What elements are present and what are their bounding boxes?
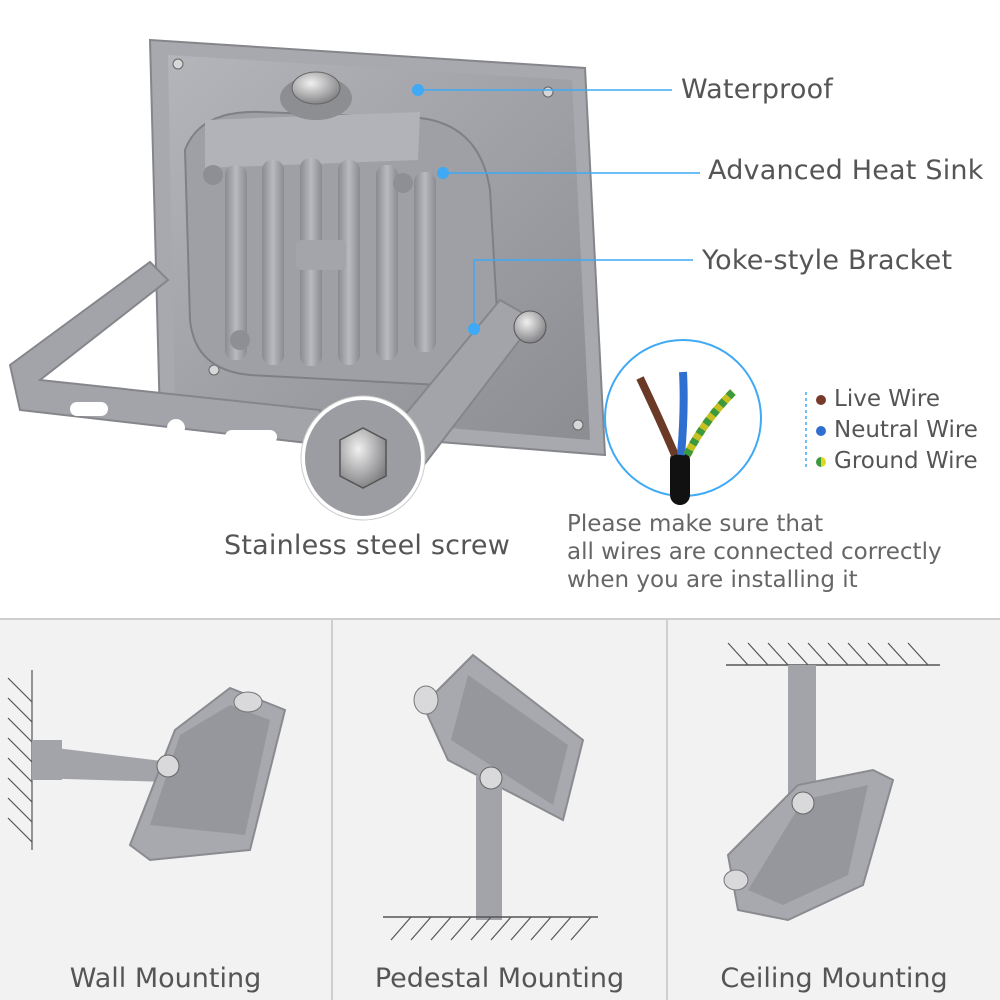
panel-separator-2 bbox=[666, 620, 668, 1000]
callout-waterproof: Waterproof bbox=[681, 74, 834, 105]
label-ceiling-mounting: Ceiling Mounting bbox=[720, 963, 948, 994]
section-divider bbox=[0, 618, 1000, 620]
waterproof-gland bbox=[280, 71, 352, 120]
note-line-3: when you are installing it bbox=[567, 567, 858, 593]
note-line-2: all wires are connected correctly bbox=[567, 539, 942, 565]
floodlight-rear-illustration bbox=[8, 38, 807, 521]
note-line-1: Please make sure that bbox=[567, 511, 824, 537]
panel-separator-1 bbox=[331, 620, 333, 1000]
heat-sink bbox=[183, 110, 500, 387]
callout-heat-sink: Advanced Heat Sink bbox=[708, 155, 984, 186]
legend-neutral-wire: Neutral Wire bbox=[804, 415, 994, 446]
legend-live-wire: Live Wire bbox=[804, 384, 994, 415]
callout-dots bbox=[412, 84, 480, 335]
label-pedestal-mounting: Pedestal Mounting bbox=[374, 963, 625, 994]
neutral-wire-label: Neutral Wire bbox=[834, 417, 978, 443]
callout-lines bbox=[418, 89, 700, 329]
ground-wire-label: Ground Wire bbox=[834, 448, 978, 474]
panel-wall-mounting: Wall Mounting bbox=[0, 620, 331, 1000]
installation-note: Please make sure that all wires are conn… bbox=[567, 510, 942, 594]
callout-screw: Stainless steel screw bbox=[224, 530, 510, 561]
panel-pedestal-mounting: Pedestal Mounting bbox=[333, 620, 666, 1000]
live-wire-dot bbox=[816, 395, 826, 405]
pedestal-mounting-illustration bbox=[383, 653, 598, 941]
wire-legend: Live Wire Neutral Wire Ground Wire bbox=[804, 384, 994, 477]
wire-zoom bbox=[604, 339, 762, 505]
ground-wire-dot bbox=[816, 457, 826, 467]
live-wire-label: Live Wire bbox=[834, 386, 941, 412]
wall-mounting-illustration bbox=[7, 670, 287, 862]
legend-ground-wire: Ground Wire bbox=[804, 446, 994, 477]
neutral-wire-dot bbox=[816, 426, 826, 436]
callout-bracket: Yoke-style Bracket bbox=[702, 245, 953, 276]
panel-ceiling-mounting: Ceiling Mounting bbox=[668, 620, 1000, 1000]
screw-zoom bbox=[300, 395, 426, 521]
ceiling-mounting-illustration bbox=[723, 642, 940, 922]
label-wall-mounting: Wall Mounting bbox=[69, 963, 262, 994]
